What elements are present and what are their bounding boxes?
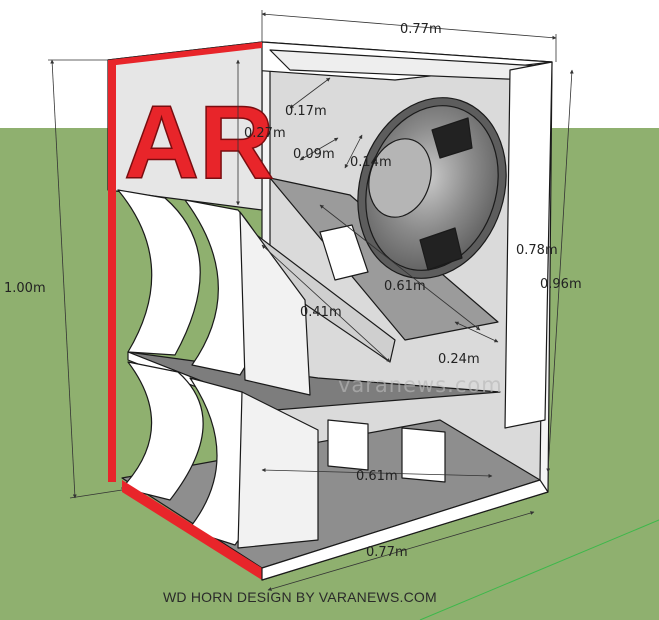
diagram-caption: WD HORN DESIGN BY VARANEWS.COM [163, 589, 437, 605]
dim-line-lower-gap [454, 321, 499, 343]
dim-line-upper-baffle [289, 77, 331, 109]
horn-flare-upper-left [117, 189, 201, 356]
dim-front-panel-height: 0.78m [516, 243, 558, 258]
dim-line-throat [299, 137, 339, 161]
top-red-edge [108, 42, 262, 66]
dim-line-bottom-width [267, 511, 535, 591]
dim-line-back-height [546, 69, 574, 473]
ground-axis-line [419, 519, 659, 620]
left-red-edge [108, 60, 116, 482]
front-face-strip [504, 61, 553, 429]
dim-horn-depth: 0.41m [300, 305, 342, 320]
dim-lower-gap: 0.24m [438, 352, 480, 367]
interior-post-left [327, 419, 369, 471]
dimension-lines [48, 10, 574, 591]
dim-baffle-length: 0.61m [384, 279, 426, 294]
dim-bottom-width: 0.77m [366, 545, 408, 560]
watermark-text: varanews.com [338, 373, 503, 397]
brand-logo-text: AR [124, 85, 274, 201]
dim-upper-baffle: 0.17m [285, 104, 327, 119]
dim-line-driver-offset [344, 134, 363, 169]
dim-logo-panel-height: 0.27m [244, 126, 286, 141]
bottom-red-edge [122, 480, 262, 580]
dim-line-inner-depth [261, 468, 493, 478]
dimension-labels: 0.77m 1.00m 0.96m 0.27m 0.17m 0.09m 0.14… [4, 22, 582, 560]
dim-driver-offset: 0.14m [350, 155, 392, 170]
dim-line-horn-depth [261, 244, 391, 363]
dim-line-baffle-length [319, 204, 481, 331]
horn-flare-lower-left [121, 361, 204, 501]
dim-line-top-width [261, 12, 557, 40]
dim-top-width: 0.77m [400, 22, 442, 37]
dim-line-total-height [50, 59, 77, 499]
dim-total-height: 1.00m [4, 281, 46, 296]
dim-inner-depth: 0.61m [356, 469, 398, 484]
dim-throat-gap: 0.09m [293, 147, 335, 162]
dim-back-height: 0.96m [540, 277, 582, 292]
